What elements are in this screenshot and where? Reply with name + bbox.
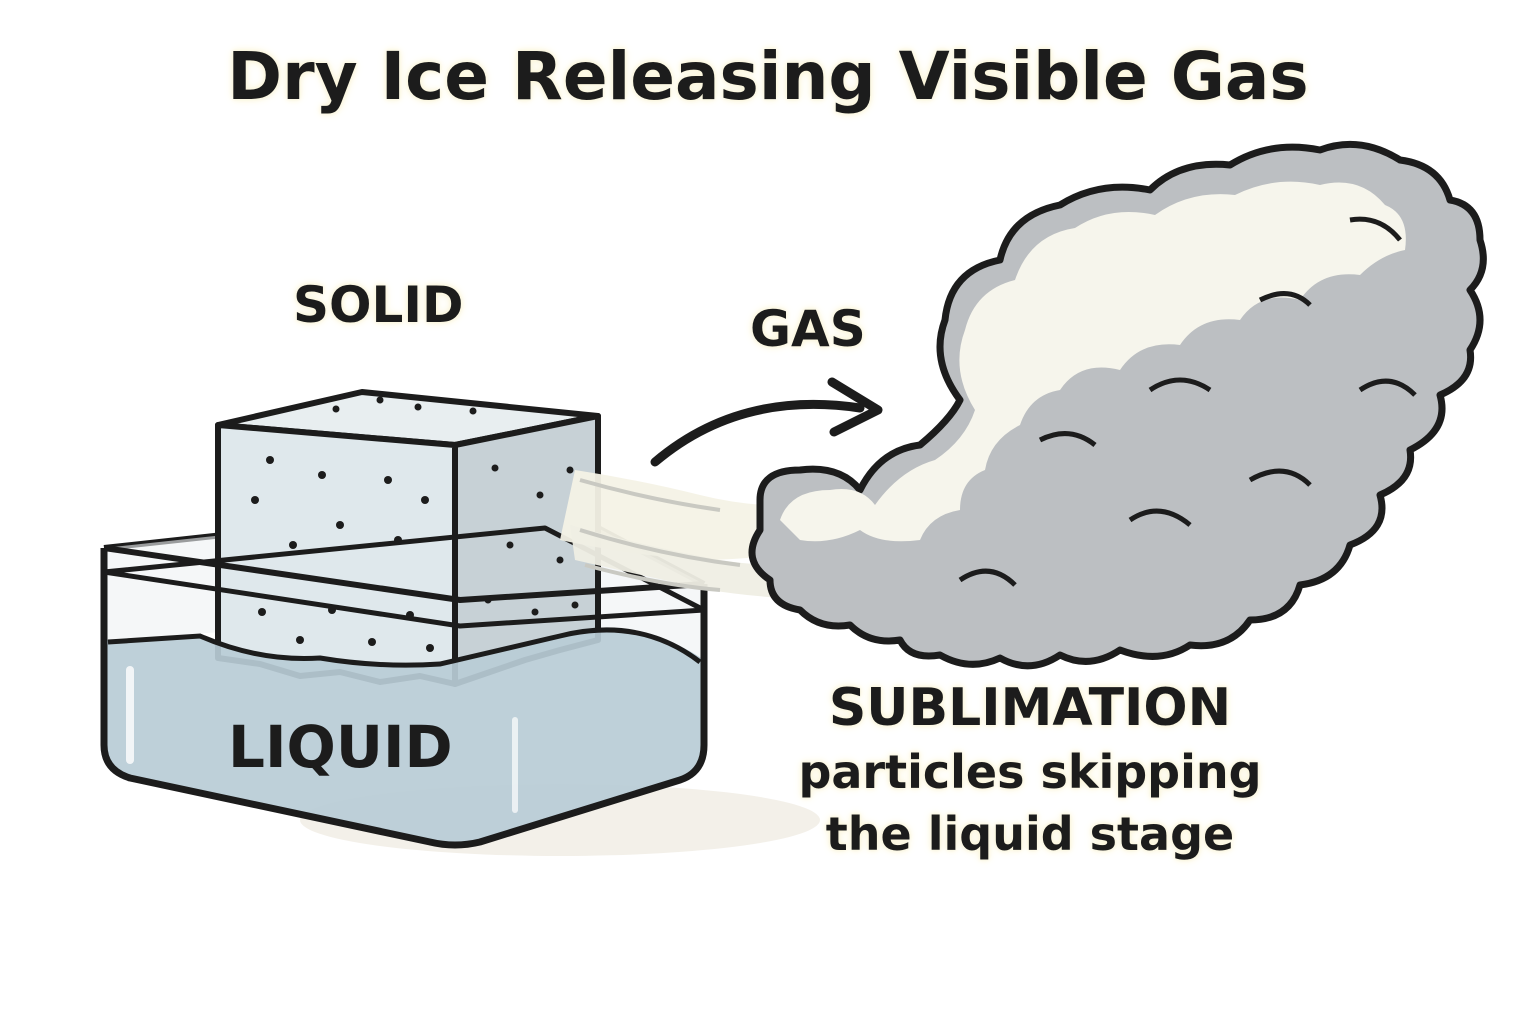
diagram-title: Dry Ice Releasing Visible Gas bbox=[227, 38, 1309, 115]
container-inner-rim bbox=[103, 525, 706, 613]
liquid-label: LIQUID bbox=[228, 713, 453, 781]
cloud-curl-8 bbox=[1349, 216, 1402, 242]
process-description-line2: the liquid stage bbox=[825, 807, 1235, 861]
process-description-line1: particles skipping bbox=[798, 745, 1262, 799]
sublimation-caption: SUBLIMATION particles skipping the liqui… bbox=[760, 675, 1300, 865]
cloud-light bbox=[780, 181, 1406, 542]
cloud-curl-6 bbox=[958, 568, 1017, 587]
solid-label: SOLID bbox=[293, 276, 464, 334]
gas-cloud bbox=[748, 140, 1487, 670]
cloud-curl-1 bbox=[1258, 291, 1312, 307]
arrow-head bbox=[827, 377, 883, 437]
liquid-water bbox=[104, 629, 704, 845]
ice-front-face bbox=[215, 422, 458, 687]
process-name: SUBLIMATION bbox=[828, 678, 1232, 738]
container-front-edge bbox=[103, 545, 705, 603]
cloud-curl-2 bbox=[1148, 377, 1212, 393]
container-front-wall bbox=[100, 548, 708, 849]
water-surface-line bbox=[107, 627, 702, 668]
cloud-curl-4 bbox=[1248, 468, 1312, 487]
cloud-curl-5 bbox=[1128, 508, 1192, 527]
cloud-curl-3 bbox=[1038, 431, 1097, 448]
transition-arrow bbox=[650, 399, 865, 467]
gas-label: GAS bbox=[750, 300, 866, 358]
cloud-curl-7 bbox=[1358, 378, 1417, 397]
container-front-edge-inner bbox=[103, 569, 705, 629]
